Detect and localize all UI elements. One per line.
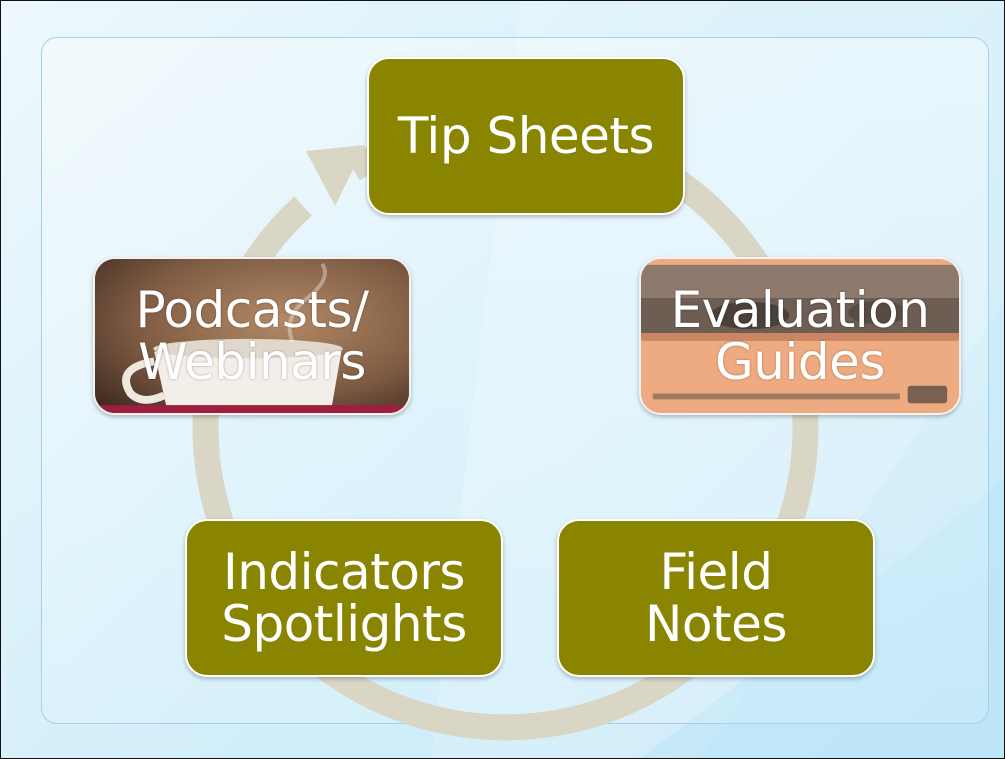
- podcasts-webinars-label-line1: Podcasts/: [135, 281, 369, 339]
- field-notes-box: Field Notes: [557, 519, 875, 677]
- evaluation-guide-cover-image: [641, 259, 959, 413]
- evaluation-guides-box: Evaluation Guides: [639, 257, 961, 415]
- evaluation-guides-label-line2: Guides: [715, 333, 885, 391]
- tip-sheets-box: Tip Sheets: [367, 57, 685, 215]
- indicators-spotlights-label-line2: Spotlights: [221, 595, 467, 653]
- podcasts-webinars-label-line2: Webinars: [138, 333, 366, 391]
- field-notes-label-line1: Field: [659, 543, 773, 601]
- evaluation-guides-label-line1: Evaluation: [670, 281, 930, 339]
- tip-sheets-label: Tip Sheets: [397, 107, 655, 165]
- podcasts-webinars-box: Podcasts/ Webinars: [93, 257, 411, 415]
- indicators-spotlights-label-line1: Indicators: [222, 543, 465, 601]
- field-notes-label-line2: Notes: [645, 595, 787, 653]
- coffee-cup-image: [95, 259, 409, 413]
- cycle-arrowhead: [306, 145, 365, 206]
- indicators-spotlights-box: Indicators Spotlights: [185, 519, 503, 677]
